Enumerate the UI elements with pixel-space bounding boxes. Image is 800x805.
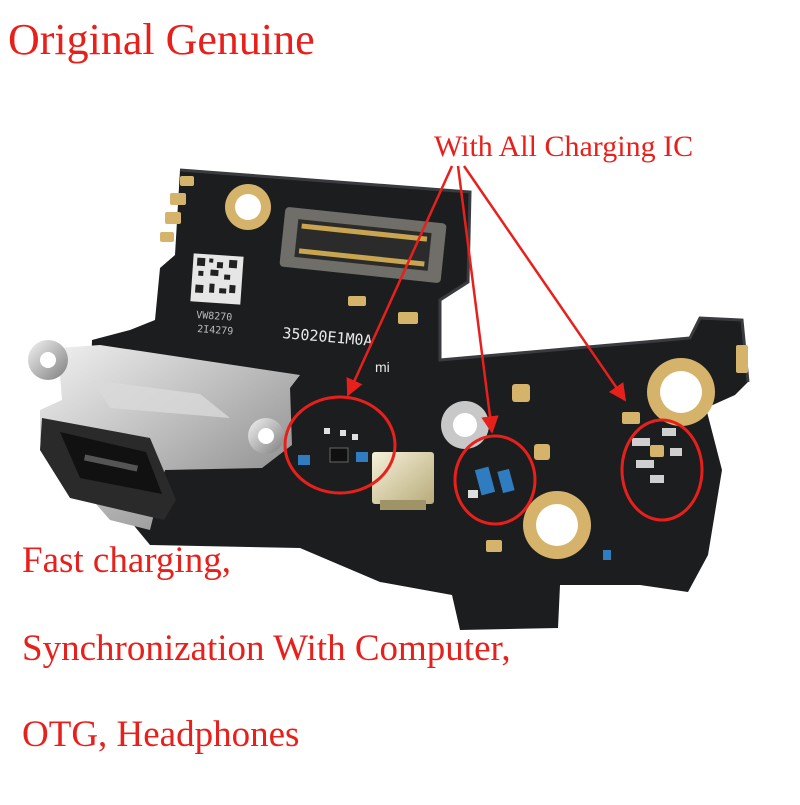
middle-ic-cluster <box>468 466 515 498</box>
callout-arrows <box>346 165 627 434</box>
top-left-pads <box>160 176 194 242</box>
qr-label <box>190 253 244 305</box>
headline: Original Genuine <box>8 15 315 64</box>
feature-otg: OTG, Headphones <box>22 714 300 755</box>
label-line-2: 2I4279 <box>197 324 234 337</box>
callout-circle-middle <box>453 434 537 526</box>
screw-hole-top <box>225 184 271 230</box>
mid-pads <box>348 296 748 552</box>
screw-hole-bottom <box>523 491 591 559</box>
feature-fast-charging: Fast charging, <box>22 540 231 581</box>
fpc-connector <box>279 207 447 283</box>
arrow-right <box>462 165 627 402</box>
charging-ic-callout: With All Charging IC <box>434 130 694 163</box>
screw-hole-center <box>441 401 489 449</box>
shield-can <box>372 452 434 510</box>
usb-c-port <box>28 340 300 530</box>
right-ic-cluster <box>632 428 682 483</box>
brand-print: mi <box>375 359 390 375</box>
callout-circle-right <box>620 418 704 522</box>
callout-circles <box>283 395 704 526</box>
screw-hole-right <box>647 358 715 426</box>
feature-sync: Synchronization With Computer, <box>22 628 511 669</box>
arrow-middle <box>456 165 499 434</box>
arrow-left <box>346 165 454 397</box>
callout-circle-left <box>283 395 397 495</box>
blue-capacitor <box>603 550 611 560</box>
left-ic-cluster <box>298 428 368 465</box>
label-line-1: VW8270 <box>196 310 233 323</box>
